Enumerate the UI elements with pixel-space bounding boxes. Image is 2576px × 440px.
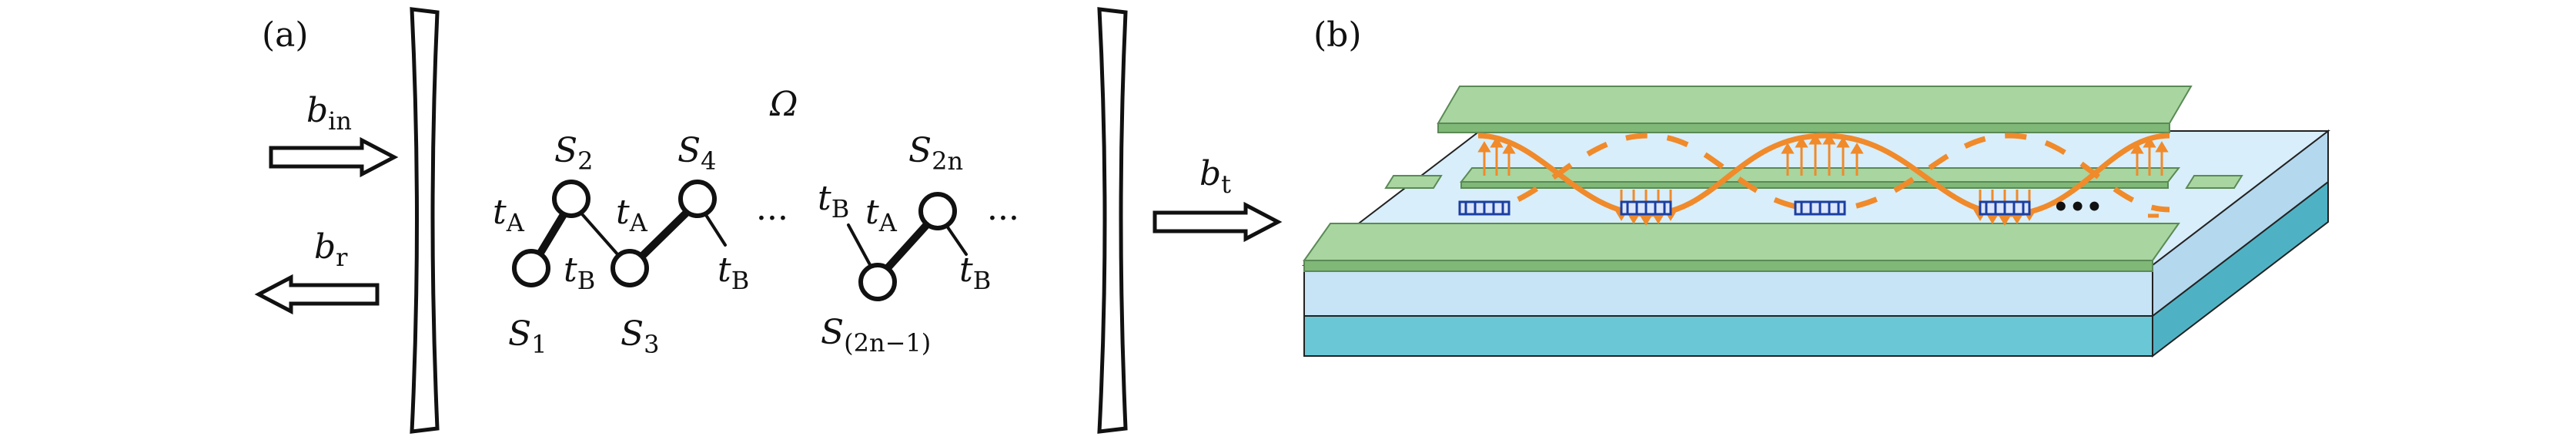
substrate-bottom-front	[1303, 315, 2153, 357]
site-label-s2: S2	[554, 131, 594, 176]
b-r-label: br	[314, 227, 348, 272]
coupling-ta-2: tA	[616, 193, 648, 237]
coupling-tb-3: tB	[818, 179, 849, 223]
right-mirror	[1097, 7, 1128, 434]
front-electrode-top	[1303, 223, 2180, 261]
qubit-ellipsis: •••	[2052, 192, 2103, 223]
site-label-s2n-1: S(2n−1)	[821, 313, 931, 358]
chain-sites	[512, 180, 957, 301]
reflected-arrow	[254, 274, 380, 315]
qubit-1	[1458, 200, 1510, 216]
omega-label: Ω	[769, 85, 798, 124]
coupling-tb-4: tB	[959, 250, 991, 295]
front-electrode-front	[1303, 260, 2153, 272]
back-electrode-top	[1437, 86, 2193, 124]
chain-ellipsis-2: ···	[987, 199, 1019, 238]
site-label-s2n: S2n	[908, 131, 963, 176]
device-3d: •••	[1302, 86, 2330, 358]
back-electrode-front	[1437, 123, 2170, 133]
coupling-ta-3: tA	[865, 193, 898, 237]
field-arrows-up	[1477, 133, 2169, 176]
right-pad	[2185, 175, 2243, 189]
panel-b-label: (b)	[1313, 15, 1362, 55]
qubit-2	[1620, 200, 1672, 216]
chain-ellipsis-1: ···	[756, 199, 788, 238]
site-s2n-1	[858, 263, 897, 301]
input-arrow	[269, 136, 399, 178]
standing-wave-solid	[1477, 133, 2170, 217]
coupling-tb-2: tB	[718, 250, 749, 295]
coupling-tb-1: tB	[564, 250, 595, 295]
site-s2n	[918, 192, 957, 230]
panel-a-label: (a)	[262, 15, 309, 55]
site-label-s1: S1	[508, 314, 547, 359]
left-pad	[1384, 175, 1443, 189]
left-mirror	[410, 7, 440, 434]
substrate-top-front	[1303, 264, 2153, 317]
b-t-label: bt	[1199, 154, 1231, 199]
qubit-4	[1979, 200, 2031, 216]
site-s2	[552, 180, 590, 218]
coupling-ta-1: tA	[493, 193, 525, 237]
site-label-s3: S3	[621, 314, 660, 359]
qubit-array	[1458, 200, 2031, 216]
b-in-label: bin	[306, 91, 352, 136]
site-s4	[678, 180, 717, 218]
site-s3	[611, 249, 649, 287]
qubit-3	[1794, 200, 1846, 216]
site-s1	[512, 249, 550, 287]
transmitted-arrow	[1153, 201, 1283, 243]
site-label-s4: S4	[677, 131, 717, 176]
